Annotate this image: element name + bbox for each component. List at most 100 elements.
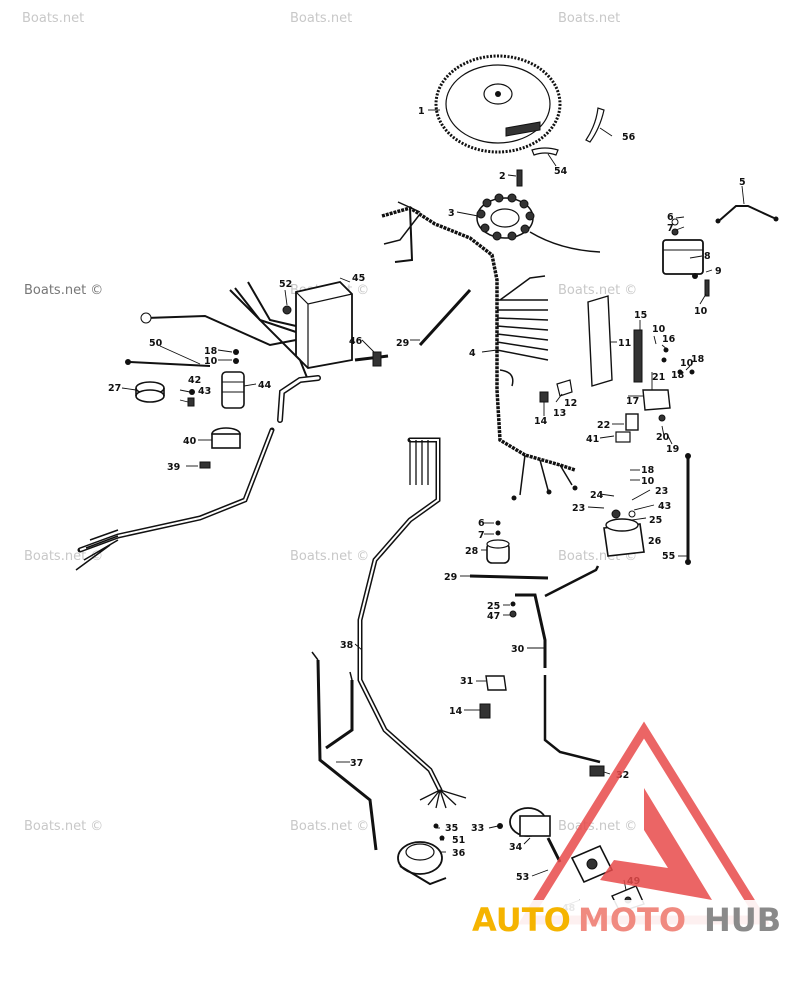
screw-part-39 — [199, 461, 211, 469]
engine-harness-part-38 — [357, 437, 467, 809]
callout-number: 43 — [198, 386, 211, 397]
ignition-coil-part-44 — [187, 371, 245, 409]
watermark-text: Boats.net © — [24, 549, 103, 564]
callout-number: 11 — [618, 338, 631, 349]
callout-number: 38 — [340, 640, 354, 651]
callout-number: 51 — [452, 835, 465, 846]
bushing-part-28 — [486, 520, 510, 564]
callout-number: 14 — [449, 706, 463, 717]
watermark-text: Boats.net — [558, 11, 620, 26]
callout-number: 34 — [509, 842, 523, 853]
callout-number: 10 — [204, 356, 218, 367]
harness-part-37 — [311, 651, 378, 851]
callout-number: 7 — [478, 530, 485, 541]
callout-number: 18 — [671, 370, 685, 381]
callout-number: 47 — [487, 611, 500, 622]
watermark-text: Boats.net — [290, 11, 352, 26]
callout-number: 44 — [258, 380, 272, 391]
callout-number: 22 — [597, 420, 610, 431]
callout-number: 5 — [739, 177, 746, 188]
callout-number: 45 — [352, 273, 365, 284]
watermark-text: Boats.net © — [24, 283, 103, 298]
callout-number: 29 — [444, 572, 457, 583]
flywheel-key-part-54 — [531, 147, 559, 156]
stator — [476, 193, 601, 253]
callout-number: 18 — [641, 465, 655, 476]
callout-number: 21 — [652, 372, 665, 383]
logo-text-auto: AUTO — [472, 901, 571, 939]
callout-numbers: 1 2 3 4 5 6 7 8 9 10 15 10 16 11 10 18 1… — [108, 106, 746, 914]
watermark-text: Boats.net — [22, 11, 84, 26]
callout-number: 16 — [662, 334, 676, 345]
callout-number: 37 — [350, 758, 363, 769]
callout-number: 50 — [149, 338, 163, 349]
callout-number: 7 — [667, 223, 674, 234]
callout-number: 26 — [648, 536, 662, 547]
callout-number: 8 — [704, 251, 711, 262]
key-switch-part-34 — [497, 807, 562, 863]
screw-part-14-lower — [479, 703, 491, 719]
coil-part-40 — [211, 427, 241, 449]
strip-part-56 — [585, 107, 605, 143]
callout-number: 29 — [396, 338, 409, 349]
callout-number: 23 — [572, 503, 585, 514]
coil-boot-tube — [277, 375, 321, 423]
grommet-part-46 — [354, 351, 389, 367]
callout-number: 20 — [656, 432, 670, 443]
callout-number: 15 — [634, 310, 647, 321]
callout-number: 25 — [487, 601, 500, 612]
callout-number: 42 — [188, 375, 201, 386]
callout-number: 19 — [666, 444, 679, 455]
callout-number: 9 — [715, 266, 722, 277]
rectifier — [662, 218, 710, 297]
callout-number: 18 — [204, 346, 218, 357]
callout-number: 23 — [655, 486, 668, 497]
leader-lines — [121, 109, 745, 907]
watermark-text: Boats.net © — [24, 819, 103, 834]
callout-number: 1 — [418, 106, 425, 117]
callout-number: 46 — [349, 336, 363, 347]
callout-number: 41 — [586, 434, 599, 445]
callout-number: 40 — [183, 436, 197, 447]
spark-plug-leads — [75, 427, 275, 571]
callout-number: 32 — [616, 770, 629, 781]
ground-wire-part-50 — [125, 349, 239, 367]
bolt-part-2 — [516, 169, 523, 187]
callout-number: 30 — [511, 644, 525, 655]
callout-number: 18 — [691, 354, 705, 365]
callout-number: 13 — [553, 408, 566, 419]
rod-part-29-upper — [418, 288, 472, 347]
callout-number: 10 — [680, 358, 694, 369]
callout-number: 12 — [564, 398, 577, 409]
watermark-text: Boats.net © — [558, 819, 637, 834]
main-wiring-harness — [381, 201, 578, 501]
jumper-wire-part-5 — [715, 205, 779, 224]
callout-number: 36 — [452, 848, 466, 859]
watermark-text: Boats.net © — [290, 549, 369, 564]
callout-number: 53 — [516, 872, 529, 883]
clip-part-32 — [589, 765, 605, 777]
callout-number: 17 — [626, 396, 639, 407]
callout-number: 14 — [534, 416, 548, 427]
clamp-part-31 — [485, 675, 507, 691]
callout-number: 39 — [167, 462, 180, 473]
harness-leads-left — [140, 281, 309, 381]
callout-number: 25 — [649, 515, 662, 526]
logo-text-hub: HUB — [704, 901, 781, 939]
callout-number: 4 — [469, 348, 476, 359]
callout-number: 55 — [662, 551, 675, 562]
callout-number: 6 — [667, 212, 674, 223]
switch-box-part-45 — [282, 281, 353, 369]
battery-cable-part-55 — [685, 453, 691, 565]
cable-part-30 — [509, 565, 601, 764]
callout-number: 24 — [590, 490, 604, 501]
callout-number: 52 — [279, 279, 292, 290]
callout-number: 10 — [641, 476, 655, 487]
flywheel — [434, 54, 562, 154]
terminal-block — [587, 295, 695, 387]
watermark-text: Boats.net © — [290, 819, 369, 834]
callout-number: 10 — [652, 324, 666, 335]
callout-number: 10 — [694, 306, 708, 317]
